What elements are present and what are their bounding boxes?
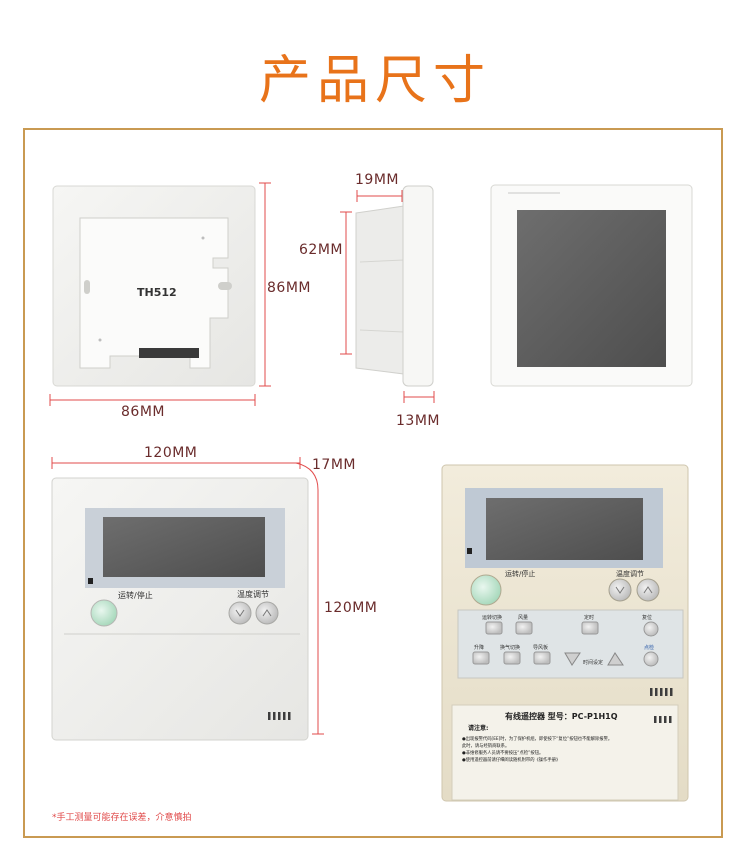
small-temp-label: 温度调节 — [237, 589, 269, 599]
side-height-label: 62MM — [299, 242, 343, 258]
side-view-device — [355, 185, 434, 387]
small-controller-device — [51, 477, 309, 741]
content-frame — [23, 128, 723, 838]
measurement-note: *手工测量可能存在误差，介意慎拍 — [52, 813, 192, 823]
notice-line: ●出现报警代码[EE]时，为了保护机组，即使按下“复位”按钮也不能解除报警。 — [462, 735, 612, 742]
large-run-stop-label: 运转/停止 — [505, 569, 535, 578]
front-touch-panel — [490, 184, 693, 387]
notice-line: 此时，请与经销商联系。 — [462, 742, 509, 749]
large-controller-device — [441, 464, 689, 802]
side-depth-label: 19MM — [355, 172, 399, 188]
page-title: 产品尺寸 — [258, 51, 491, 111]
notice-title: 请注意: — [468, 724, 488, 732]
notice-line: ●非维修服务人员请不要按压“点检”按钮。 — [462, 749, 543, 756]
timer-label: 定时 — [584, 614, 594, 621]
dim-line-side-thickness — [403, 391, 435, 403]
large-temp-label: 温度调节 — [616, 569, 644, 578]
panel-depth-label: 17MM — [312, 457, 356, 473]
back-model-label: TH512 — [137, 286, 177, 299]
reset-label: 复位 — [642, 614, 652, 621]
dim-line-box-height — [259, 182, 271, 387]
timer-set-label: 时间设定 — [583, 659, 603, 666]
dim-line-panel-height — [312, 490, 324, 735]
mode-switch-label: 运转切换 — [482, 614, 502, 621]
box-height-label: 86MM — [267, 280, 311, 296]
up-down-label: 升降 — [474, 644, 484, 651]
panel-width-label: 120MM — [144, 445, 198, 461]
product-name-label: 有线遥控器 型号：PC-P1H1Q — [505, 711, 618, 721]
small-run-stop-label: 运转/停止 — [118, 590, 153, 600]
dim-line-side-height — [340, 211, 352, 355]
airflow-label: 导风板 — [533, 644, 548, 651]
vent-switch-label: 换气切换 — [500, 644, 520, 651]
side-thickness-label: 13MM — [396, 413, 440, 429]
dim-line-side-depth — [356, 190, 403, 202]
back-plate-device — [52, 185, 256, 387]
panel-height-label: 120MM — [324, 600, 378, 616]
check-label: 点检 — [644, 644, 654, 651]
dim-line-box-width — [49, 394, 256, 406]
fan-volume-label: 风量 — [518, 614, 528, 621]
dim-line-panel-width — [51, 457, 319, 491]
notice-line: ●使用遥控器前请仔细阅读随机附带的《操作手册》 — [462, 756, 560, 763]
box-width-label: 86MM — [121, 404, 165, 420]
